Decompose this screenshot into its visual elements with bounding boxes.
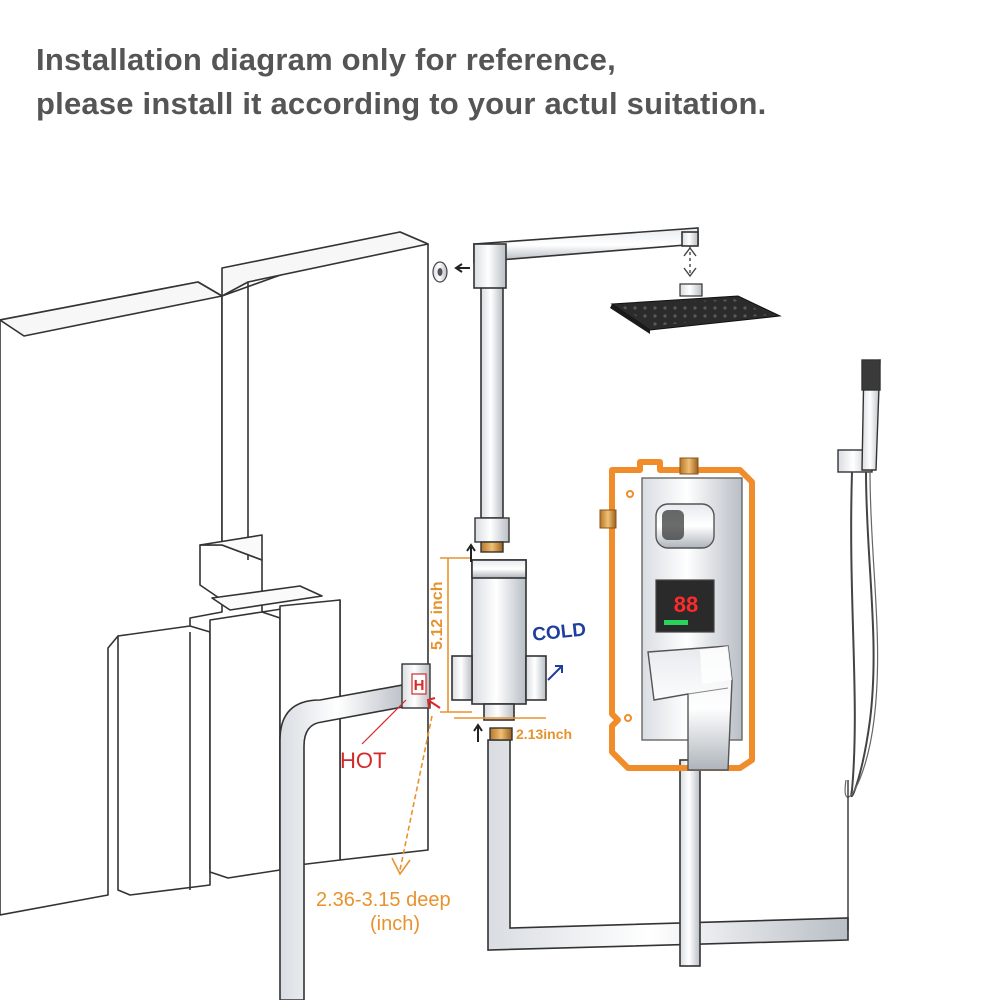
- top-thread: [480, 541, 504, 553]
- shower-arm-elbow: [473, 243, 507, 289]
- arrow-diagonal-icon: [547, 665, 563, 681]
- wall-blocks: [0, 231, 429, 916]
- depth-arrow-head: [391, 857, 411, 876]
- wall-notch-upper: [199, 534, 263, 561]
- temperature-readout: 88: [674, 592, 698, 617]
- shower-arm-tip: [681, 231, 699, 247]
- bottom-thread: [489, 727, 513, 741]
- flow-arrows: [361, 263, 563, 745]
- shower-head-icon: [610, 246, 782, 334]
- riser-pipe: [480, 285, 504, 519]
- hand-shower-icon: [837, 359, 881, 930]
- valve-body: [451, 559, 547, 721]
- caption: Installation diagram only for reference,…: [36, 38, 766, 126]
- valve-body-left-port: [451, 655, 473, 701]
- shower-arm: [473, 227, 699, 263]
- valve-body-main: [471, 559, 527, 705]
- width-dim-label: 2.13inch: [516, 726, 572, 742]
- hot-label: HOT: [340, 748, 386, 773]
- depth-label-line-1: 2.36-3.15 deep: [316, 889, 451, 911]
- hot-label-leader: [361, 699, 407, 745]
- cold-label: COLD: [531, 619, 587, 646]
- shower-hose: [850, 471, 875, 798]
- valve-box: 88: [599, 457, 755, 771]
- valve-box-top-port: [679, 457, 699, 475]
- arrow-up-icon: [466, 543, 476, 562]
- outlet-pipe: [487, 739, 849, 951]
- lower-drop-pipe: [679, 759, 701, 967]
- top-nut: [474, 517, 510, 543]
- valve-box-screw-1: [626, 490, 634, 498]
- caption-line-2: please install it according to your actu…: [36, 86, 767, 121]
- dimension-lines: [391, 557, 546, 876]
- height-dim-label: 5.12 inch: [429, 582, 446, 650]
- hot-marker-text: H: [414, 677, 425, 694]
- valve-box-side-port: [599, 509, 617, 529]
- valve-box-screw-2: [624, 714, 632, 722]
- arrow-left-icon: [426, 697, 441, 709]
- wall-block-front-left: [117, 625, 211, 896]
- hand-shower-face: [861, 359, 881, 391]
- valve-box-frame: [609, 459, 755, 771]
- wall-panel-right-top: [221, 231, 429, 297]
- depth-leader: [399, 715, 433, 871]
- valve-body-right-port: [525, 655, 547, 701]
- valve-body-bottom-port: [483, 703, 515, 721]
- caption-line-1: Installation diagram only for reference,: [36, 42, 616, 77]
- arrow-up-icon: [473, 723, 483, 742]
- wall-notch-lower: [211, 585, 323, 611]
- hot-marker-badge: [411, 673, 427, 695]
- depth-label-line-2: (inch): [370, 913, 420, 935]
- valve-body-cap: [471, 559, 527, 579]
- wall-flange-icon: [432, 261, 448, 283]
- wall-block-front-mid: [209, 611, 281, 879]
- arrow-left-icon: [454, 263, 470, 273]
